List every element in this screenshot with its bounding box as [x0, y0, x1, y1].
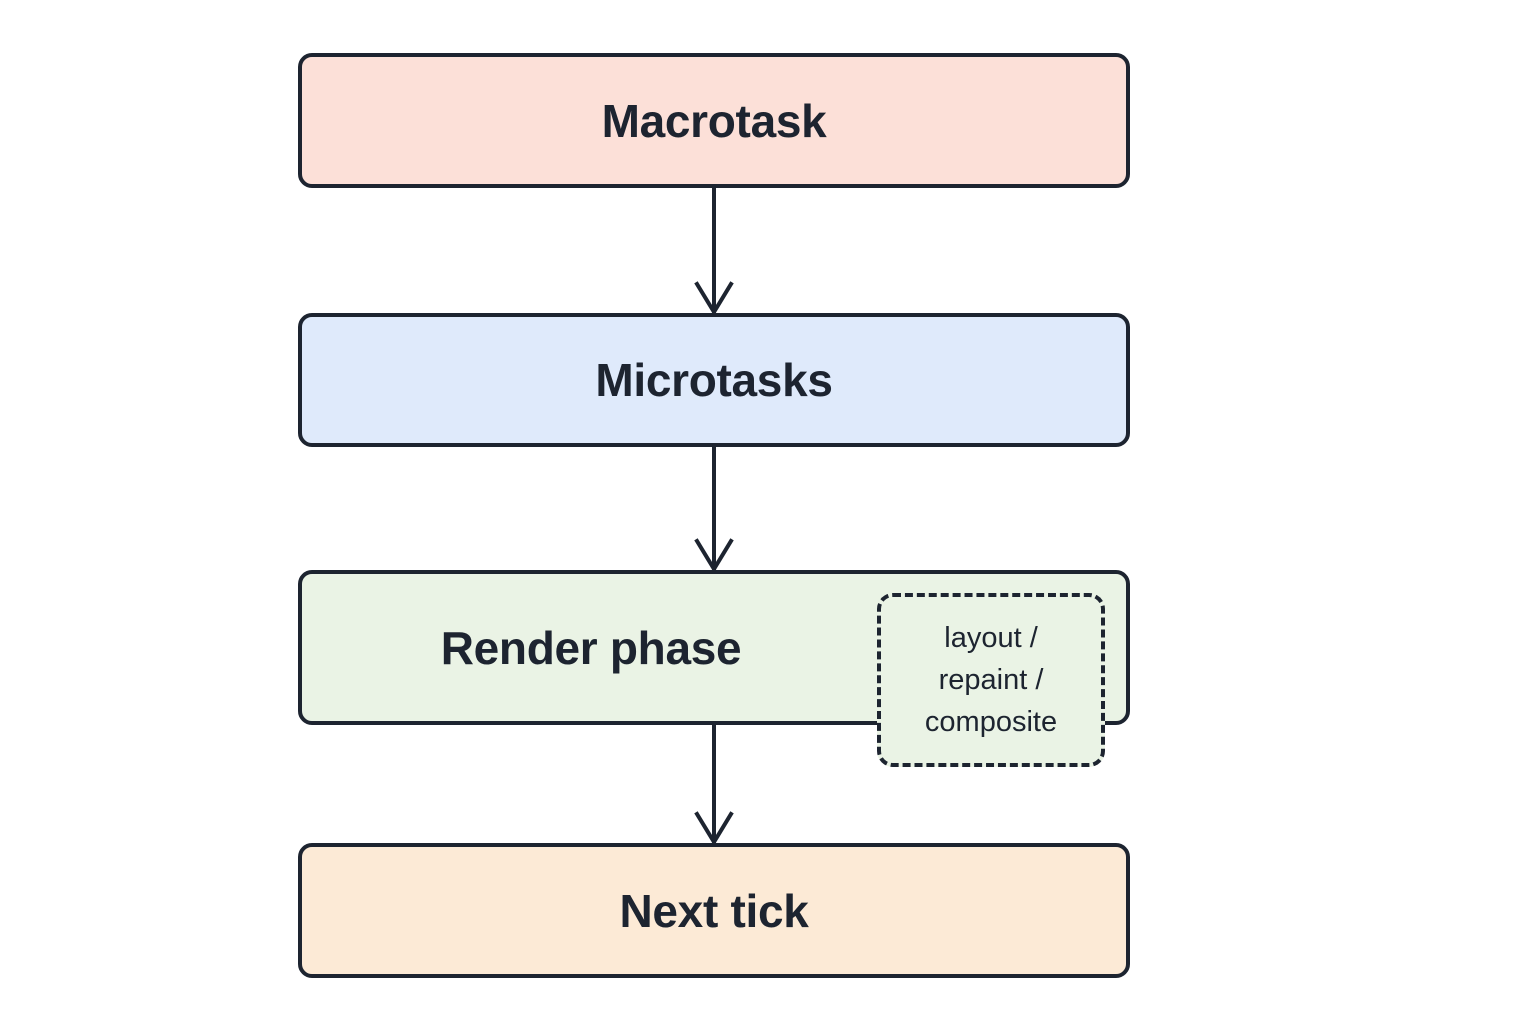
annotation-line-3: composite — [924, 706, 1058, 739]
node-next-tick[interactable]: Next tick — [298, 843, 1130, 978]
node-render-phase-label: Render phase — [440, 621, 742, 674]
node-macrotask[interactable]: Macrotask — [298, 53, 1130, 188]
connector-microtasks-to-render-phase — [676, 445, 752, 573]
connector-render-phase-to-next-tick — [676, 723, 752, 846]
arrow-down-icon — [694, 445, 734, 573]
node-next-tick-label: Next tick — [619, 884, 809, 937]
arrow-down-icon — [694, 723, 734, 846]
node-microtasks[interactable]: Microtasks — [298, 313, 1130, 447]
arrow-down-icon — [694, 186, 734, 316]
node-microtasks-label: Microtasks — [595, 354, 833, 406]
annotation-line-2: repaint / — [938, 663, 1044, 696]
annotation-render-phase-note[interactable]: layout / repaint / composite — [877, 593, 1105, 767]
annotation-line-1: layout / — [944, 621, 1038, 654]
connector-macrotask-to-microtasks — [676, 186, 752, 316]
node-macrotask-label: Macrotask — [601, 94, 827, 147]
